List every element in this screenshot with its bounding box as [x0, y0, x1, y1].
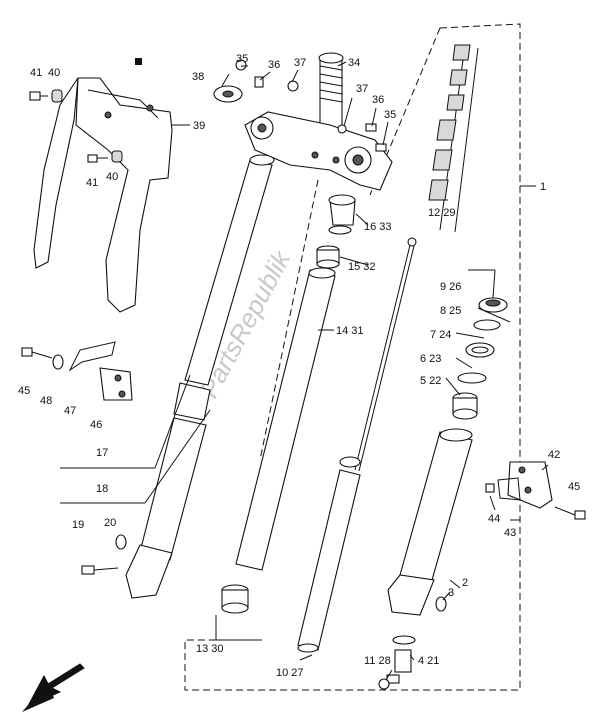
- leader-lines: [60, 61, 549, 681]
- callout-15-32: 15 32: [348, 261, 376, 273]
- callout-1: 1: [540, 181, 546, 193]
- front-direction-arrow-icon: [22, 663, 85, 712]
- callout-47: 47: [64, 405, 76, 417]
- callout-35: 35: [384, 109, 396, 121]
- bolt-44: [485, 483, 495, 493]
- spacer-16: [328, 194, 356, 226]
- bolt-35-left: [235, 59, 247, 71]
- boundary-line: [369, 27, 441, 196]
- damper-rod-10: [297, 237, 417, 653]
- nut-37-top: [287, 80, 299, 92]
- under-bracket: [244, 111, 393, 191]
- oring-20: [115, 534, 127, 550]
- washer-40-lower: [111, 150, 123, 163]
- outer-tube-left: [125, 154, 275, 599]
- bolt-35-right: [375, 143, 387, 152]
- bolt-41-top: [29, 91, 48, 101]
- outer-tube-right: [387, 428, 473, 616]
- callout-17: 17: [96, 447, 108, 459]
- callout-45: 45: [568, 481, 580, 493]
- callout-43: 43: [504, 527, 516, 539]
- hose-guide-47: [68, 341, 116, 372]
- collar-16b: [328, 225, 352, 235]
- washer-6: [457, 372, 487, 384]
- bolt-36-left: [254, 76, 264, 88]
- callout-12-29: 12 29: [428, 207, 456, 219]
- callout-48: 48: [40, 395, 52, 407]
- washer-40-top: [51, 89, 63, 103]
- callout-5-22: 5 22: [420, 375, 441, 387]
- callout-20: 20: [104, 517, 116, 529]
- bolt-45-right: [554, 506, 586, 520]
- upper-bracket-38: [213, 85, 243, 103]
- boundary-line: [259, 179, 319, 461]
- callout-46: 46: [90, 419, 102, 431]
- callout-8-25: 8 25: [440, 305, 461, 317]
- washer-48: [52, 354, 64, 370]
- callout-11-28: 11 28: [364, 655, 391, 667]
- callout-9-26: 9 26: [440, 281, 461, 293]
- callout-40: 40: [48, 67, 60, 79]
- callout-14-31: 14 31: [336, 325, 364, 337]
- callout-36: 36: [268, 59, 280, 71]
- dust-seal-9: [478, 297, 508, 313]
- callout-42: 42: [548, 449, 560, 461]
- callout-38: 38: [192, 71, 204, 83]
- callout-40: 40: [106, 171, 118, 183]
- fork-spring-12: [428, 44, 479, 233]
- callout-16-33: 16 33: [364, 221, 392, 233]
- bolt-41-lower: [87, 154, 108, 163]
- hose-holder-42: [507, 461, 553, 509]
- callout-10-27: 10 27: [276, 667, 304, 679]
- bolt-4: [386, 635, 416, 684]
- bolt-45-left: [21, 347, 53, 359]
- callout-41: 41: [30, 67, 42, 79]
- assembly-boundary-frame: [184, 23, 521, 691]
- callout-18: 18: [96, 483, 108, 495]
- nut-37-right: [337, 124, 347, 134]
- bolt-36-right: [365, 123, 377, 132]
- clip-8: [473, 319, 501, 331]
- hose-holder-46: [99, 367, 133, 401]
- callout-34: 34: [348, 57, 360, 69]
- callout-19: 19: [72, 519, 84, 531]
- callout-2: 2: [462, 577, 468, 589]
- bushing-13: [221, 584, 249, 614]
- callout-4-21: 4 21: [418, 655, 439, 667]
- bush-15: [316, 245, 340, 269]
- callout-37: 37: [356, 83, 368, 95]
- hose-guide-43: [497, 477, 521, 501]
- callout-39: 39: [193, 120, 205, 132]
- drain-bolt-19: [81, 565, 119, 575]
- callout-36: 36: [372, 94, 384, 106]
- bushing-5: [452, 392, 478, 420]
- callout-37: 37: [294, 57, 306, 69]
- callout-35: 35: [236, 53, 248, 65]
- callout-3: 3: [448, 587, 454, 599]
- callout-13-30: 13 30: [196, 643, 224, 655]
- callout-7-24: 7 24: [430, 329, 451, 341]
- callout-45: 45: [18, 385, 30, 397]
- square-bullet-icon: [135, 58, 142, 65]
- inner-tube-14: [235, 267, 336, 571]
- oring-3: [435, 596, 447, 612]
- oil-seal-7: [465, 342, 495, 358]
- callout-6-23: 6 23: [420, 353, 441, 365]
- callout-41: 41: [86, 177, 98, 189]
- fork-guard: [33, 77, 173, 313]
- gasket-11: [378, 678, 390, 690]
- callout-44: 44: [488, 513, 500, 525]
